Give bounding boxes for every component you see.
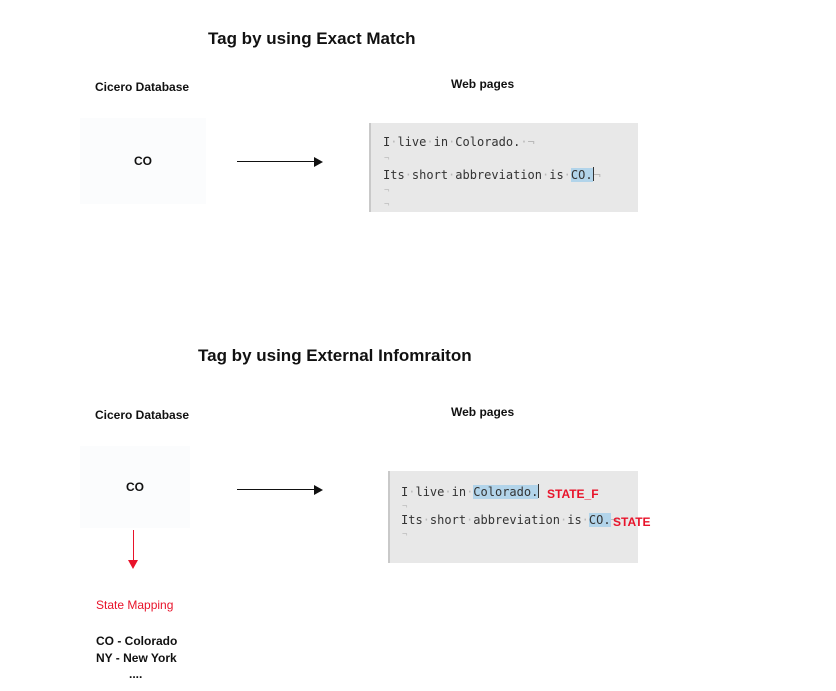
tag-state: STATE bbox=[613, 515, 651, 529]
section1-co-highlight: CO. bbox=[570, 168, 593, 182]
tag-state-full: STATE_F bbox=[547, 487, 599, 501]
mapping-item-ny: NY - New York bbox=[96, 651, 177, 665]
mapping-item-co: CO - Colorado bbox=[96, 634, 178, 648]
section1-editor: I·live·in·Colorado.·¬ ¬ Its·short·abbrev… bbox=[369, 123, 638, 212]
section1-title: Tag by using Exact Match bbox=[208, 29, 416, 48]
section2-db-label: Cicero Database bbox=[95, 408, 190, 422]
section1-db-box: CO bbox=[80, 118, 206, 204]
section1-editor-line1: I·live·in·Colorado.·¬ bbox=[383, 135, 535, 149]
section2-colorado-highlight: Colorado. bbox=[473, 485, 539, 499]
section1-editor-line2: Its·short·abbreviation·is·CO.¬ bbox=[383, 167, 601, 182]
section1-arrow bbox=[237, 157, 323, 167]
section1-db-value: CO bbox=[134, 154, 152, 168]
section2-co-highlight: CO. bbox=[588, 513, 611, 527]
section2-editor-line1: I·live·in·Colorado. bbox=[401, 484, 540, 499]
mapping-title: State Mapping bbox=[96, 598, 174, 612]
section2-arrow bbox=[237, 485, 323, 495]
section2-editor: I·live·in·Colorado. ¬ Its·short·abbrevia… bbox=[388, 471, 638, 563]
mapping-arrow-line bbox=[133, 530, 134, 561]
section2-title: Tag by using External Infomraiton bbox=[198, 346, 472, 365]
mapping-arrow-head bbox=[128, 560, 138, 569]
section2-web-label: Web pages bbox=[451, 405, 515, 419]
section1-db-label: Cicero Database bbox=[95, 80, 190, 94]
section2-editor-line2: Its·short·abbreviation·is·CO.¬ bbox=[401, 513, 618, 527]
section1-web-label: Web pages bbox=[451, 77, 515, 91]
mapping-item-more: .... bbox=[129, 667, 143, 681]
section2-db-box: CO bbox=[80, 446, 190, 528]
section2-db-value: CO bbox=[126, 480, 144, 494]
